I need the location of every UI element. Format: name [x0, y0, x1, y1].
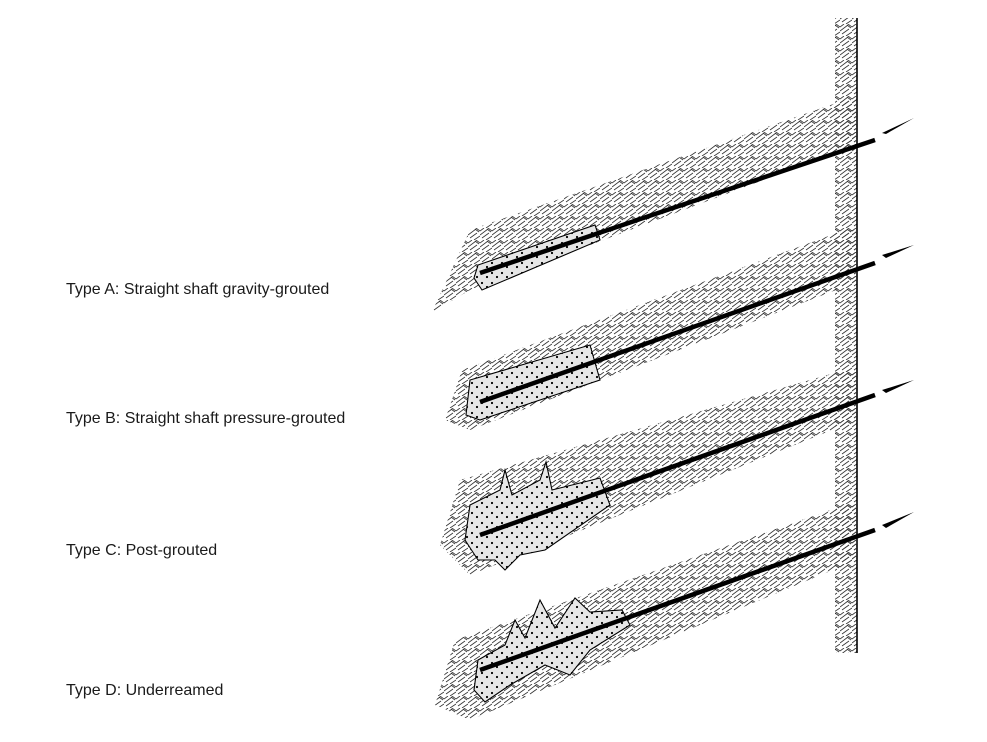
grout-body [473, 597, 631, 703]
anchor-type-d [435, 505, 914, 720]
tendon [479, 137, 876, 276]
anchor-type-c [440, 370, 914, 575]
tendon [479, 392, 876, 538]
anchor-head-arrow [882, 118, 914, 134]
anchor-head-arrow [882, 380, 914, 393]
type-c-label: Type C: Post-grouted [66, 542, 217, 559]
anchor-head-arrow [882, 512, 914, 528]
tendon [479, 260, 876, 405]
anchor-type-a [432, 100, 914, 312]
anchor-head-arrow [882, 245, 914, 258]
anchor-type-b [445, 230, 914, 430]
type-b-label: Type B: Straight shaft pressure-grouted [66, 410, 345, 427]
tendon [479, 527, 876, 673]
type-a-label: Type A: Straight shaft gravity-grouted [66, 281, 329, 298]
type-d-label: Type D: Underreamed [66, 682, 223, 699]
